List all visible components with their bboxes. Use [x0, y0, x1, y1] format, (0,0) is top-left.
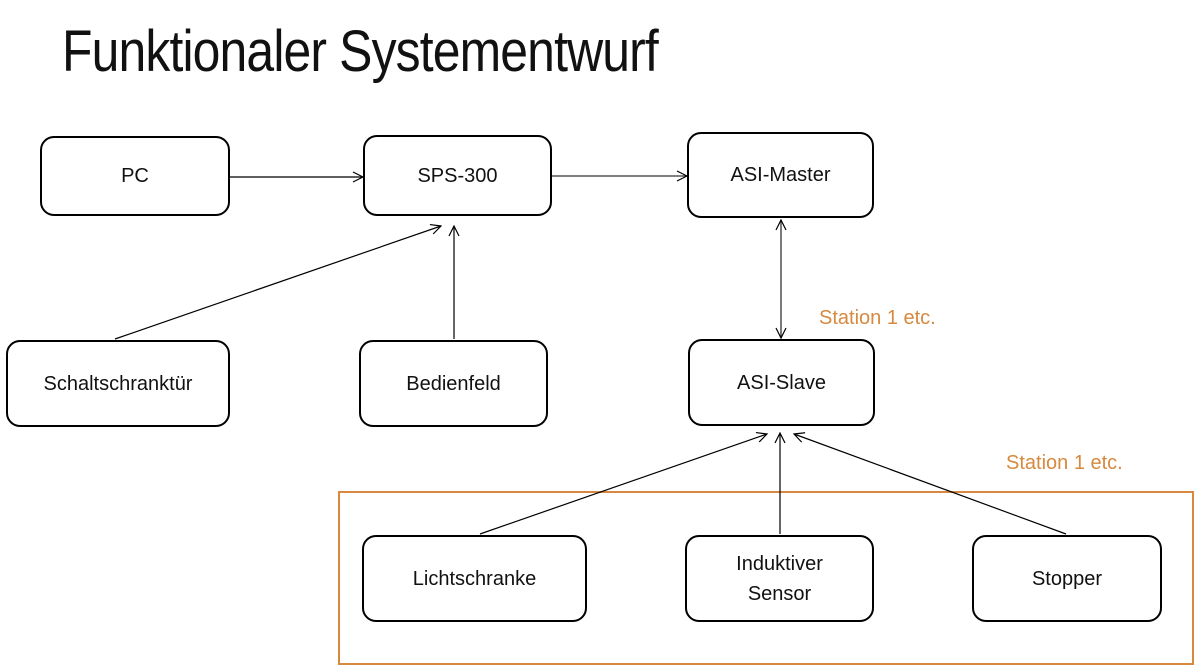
- edge-schaltschranktuer-to-sps: [114, 226, 441, 340]
- node-sps-300-label: SPS-300: [417, 164, 498, 187]
- node-bedienfeld: Bedienfeld: [359, 340, 548, 427]
- node-schaltschranktuer-label: Schaltschranktür: [43, 372, 193, 395]
- node-asi-slave: ASI-Slave: [688, 339, 875, 426]
- node-stopper-label: Stopper: [1031, 567, 1103, 590]
- station-group-frame: [338, 491, 1194, 665]
- station-note-lower: Station 1 etc.: [1006, 452, 1123, 474]
- node-pc-label: PC: [121, 165, 149, 187]
- node-pc: PC: [40, 136, 230, 216]
- edge-stopper-to-asi-slave: [794, 434, 1067, 535]
- node-lichtschranke: Lichtschranke: [362, 535, 587, 622]
- node-schaltschranktuer: Schaltschranktür: [6, 340, 230, 427]
- node-asi-master: ASI-Master: [687, 132, 874, 218]
- node-induktiver-sensor-label: Induktiver Sensor: [736, 552, 823, 605]
- node-bedienfeld-label: Bedienfeld: [406, 372, 501, 395]
- node-lichtschranke-label: Lichtschranke: [412, 567, 537, 590]
- node-asi-master-label: ASI-Master: [730, 164, 831, 186]
- node-induktiver-sensor: Induktiver Sensor: [685, 535, 874, 622]
- station-note-upper: Station 1 etc.: [819, 307, 936, 329]
- page-title: Funktionaler Systementwurf: [62, 19, 659, 84]
- node-stopper: Stopper: [972, 535, 1162, 622]
- node-sps-300: SPS-300: [363, 135, 552, 216]
- edge-lichtschranke-to-asi-slave: [479, 434, 767, 535]
- node-asi-slave-label: ASI-Slave: [737, 371, 826, 394]
